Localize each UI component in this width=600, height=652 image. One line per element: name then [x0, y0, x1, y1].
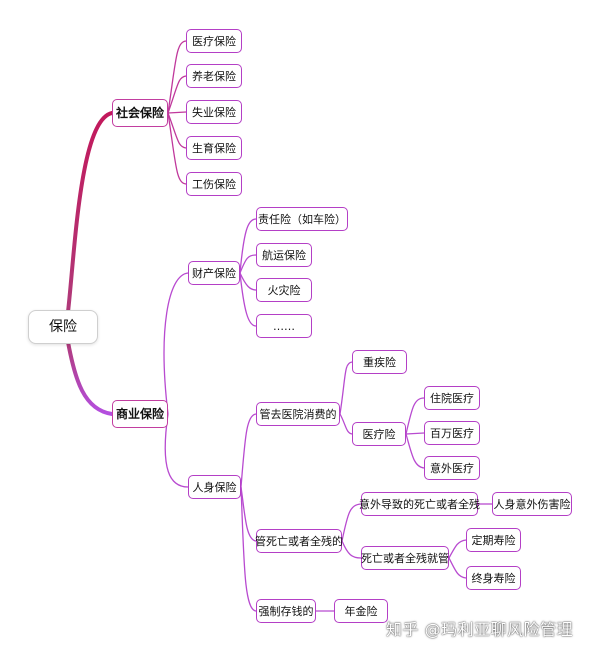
root-node-insurance: 保险: [28, 310, 98, 344]
node-personal-accident-insurance: 人身意外伤害险: [492, 492, 572, 516]
node-whole-life: 终身寿险: [466, 566, 521, 590]
node-death-any-cause: 死亡或者全残就管: [361, 546, 449, 570]
node-million-medical: 百万医疗: [424, 421, 480, 445]
node-personal-insurance: 人身保险: [188, 475, 241, 499]
node-commercial-insurance: 商业保险: [112, 400, 168, 428]
node-death-disability: 管死亡或者全残的: [255, 529, 343, 553]
node-inpatient-medical: 住院医疗: [424, 386, 480, 410]
node-annuity: 年金险: [334, 599, 388, 623]
node-fire-insurance: 火灾险: [256, 278, 312, 302]
node-medical-consumption: 管去医院消费的: [256, 402, 340, 426]
node-pension-insurance: 养老保险: [186, 64, 242, 88]
node-social-insurance: 社会保险: [112, 99, 168, 127]
node-term-life: 定期寿险: [466, 528, 521, 552]
node-forced-savings: 强制存钱的: [256, 599, 316, 623]
node-accidental-death: 意外导致的死亡或者全残: [359, 492, 480, 516]
node-shipping-insurance: 航运保险: [256, 243, 312, 267]
root-to-social-connector: [66, 111, 114, 314]
root-to-commercial-connector: [66, 340, 114, 416]
node-liability-insurance: 责任险（如车险）: [256, 207, 348, 231]
node-medical-plan: 医疗险: [352, 422, 406, 446]
node-property-insurance: 财产保险: [188, 261, 240, 285]
node-maternity-insurance: 生育保险: [186, 136, 242, 160]
node-medical-insurance: 医疗保险: [186, 29, 242, 53]
watermark-text: 知乎 @玛利亚聊风险管理: [386, 620, 574, 639]
node-work-injury-insurance: 工伤保险: [186, 172, 242, 196]
node-unemployment-insurance: 失业保险: [186, 100, 242, 124]
node-more-ellipsis: ……: [256, 314, 312, 338]
node-accident-medical: 意外医疗: [424, 456, 480, 480]
node-critical-illness: 重疾险: [352, 350, 407, 374]
